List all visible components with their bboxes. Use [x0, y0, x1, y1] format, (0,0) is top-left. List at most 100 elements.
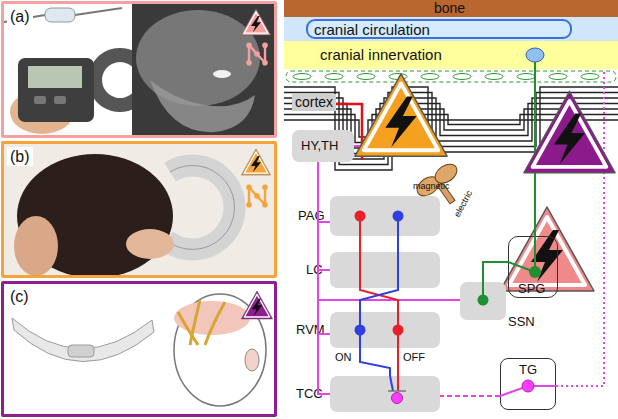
panel-box: (a) — [1, 1, 277, 138]
node-label: (c) — [7, 287, 32, 306]
neuron-dots — [355, 211, 366, 222]
cortex-stripes — [284, 87, 618, 170]
node-label: (b) — [7, 147, 33, 166]
nucleus-box: PAG — [330, 196, 440, 236]
neuron-dots — [359, 216, 361, 236]
nerve-pathway — [318, 222, 330, 394]
stimulation-symbol — [355, 74, 447, 156]
node-label: LC — [306, 262, 323, 278]
coil-photo — [166, 165, 235, 249]
node-label: TCC — [296, 386, 323, 402]
headband-photo — [178, 312, 198, 345]
neuron-dots — [355, 325, 366, 336]
nerve-pathway — [360, 348, 390, 376]
xray-image — [132, 4, 275, 136]
xray-image — [132, 4, 275, 136]
xray-image — [241, 9, 270, 35]
tissue-layers — [485, 74, 503, 80]
coil-photo — [246, 184, 268, 207]
cell-label: ON — [335, 351, 352, 364]
node-label: cranial circulation — [314, 21, 430, 39]
stimulation-symbol — [524, 91, 615, 172]
ganglion-box: SPG — [508, 236, 558, 298]
headband-photo — [68, 345, 94, 357]
bone-band: bone — [284, 0, 618, 17]
neuron-dots — [529, 266, 541, 278]
innervation-band: cranial innervation — [284, 41, 618, 69]
stimulator-photo — [28, 66, 82, 88]
node-label: cortex — [292, 94, 336, 111]
tissue-layers — [389, 74, 407, 80]
neuron-dots — [508, 262, 535, 272]
neuron-dots — [526, 48, 544, 62]
node-label: RVM — [296, 322, 325, 338]
stimulator-photo — [18, 58, 94, 122]
coil-photo — [14, 216, 58, 276]
neuron-dots — [392, 393, 403, 404]
nucleus-box: HY,TH — [292, 130, 354, 162]
neuron-dots — [355, 48, 557, 404]
xray-image — [246, 42, 268, 65]
neuron-dots — [478, 295, 489, 306]
headband-photo — [241, 291, 272, 319]
node-label: PAG — [298, 208, 325, 224]
magnetic-coil-icon — [437, 182, 455, 203]
nerve-pathway — [556, 69, 604, 386]
circulation-box: cranial circulation — [306, 19, 572, 39]
stimulator-photo — [4, 8, 152, 134]
nerve-pathway — [360, 236, 398, 312]
neuron-dots — [534, 62, 536, 69]
stimulation-symbol — [500, 207, 594, 291]
tissue-layers — [421, 74, 439, 80]
nerve-pathway — [318, 300, 460, 394]
xray-image — [213, 70, 231, 78]
neuron-dots — [397, 312, 399, 348]
tissue-layers — [453, 74, 471, 80]
xray-image — [136, 10, 260, 106]
cortex-stripes — [284, 87, 618, 170]
neuron-dots — [528, 385, 556, 387]
neuron-dots — [388, 390, 406, 392]
neuron-dots — [359, 312, 361, 348]
node-label: TG — [519, 362, 537, 378]
panel-box: (b) — [1, 141, 277, 278]
nerve-pathway — [318, 334, 330, 394]
ganglion-box: TG — [500, 358, 556, 410]
coil-photo — [166, 165, 235, 249]
node-label: (a) — [7, 7, 33, 26]
xray-image — [150, 80, 255, 132]
magnetic-coil-icon — [414, 173, 443, 200]
coil-photo — [126, 229, 174, 259]
node-label: cranial innervation — [320, 46, 442, 64]
magnetic-coil-icon — [432, 160, 461, 187]
tissue-layers — [357, 74, 375, 80]
tissue-layers — [293, 74, 311, 80]
tissue-layers — [325, 74, 343, 80]
node-label: SPG — [518, 281, 545, 297]
magnetic-coil-icon — [414, 160, 472, 215]
node-label: bone — [434, 0, 465, 17]
nucleus-box: SSN — [460, 282, 506, 320]
node-label: HY,TH — [301, 138, 338, 154]
headband-photo — [12, 318, 154, 362]
nerve-pathway — [534, 69, 536, 236]
cortex-stripes — [284, 93, 618, 165]
modality-label: magnetic — [413, 181, 450, 192]
tissue-layers — [284, 17, 618, 41]
tissue-layers — [581, 74, 599, 80]
neuron-dots — [397, 376, 399, 391]
neuron-dots — [482, 282, 484, 300]
nerve-pathway — [483, 262, 508, 282]
stimulator-photo — [34, 96, 46, 104]
cell-label: OFF — [403, 351, 425, 364]
headband-photo — [205, 302, 225, 345]
headband-photo — [245, 349, 259, 371]
tissue-layers — [517, 74, 535, 80]
nucleus-box: RVM — [330, 312, 440, 348]
neuron-dots — [397, 216, 399, 236]
nerve-pathway — [318, 270, 330, 394]
neuron-dots — [390, 376, 393, 391]
modality-label: electric — [452, 189, 475, 219]
nerve-pathway — [360, 236, 398, 312]
coil-photo — [4, 144, 274, 278]
